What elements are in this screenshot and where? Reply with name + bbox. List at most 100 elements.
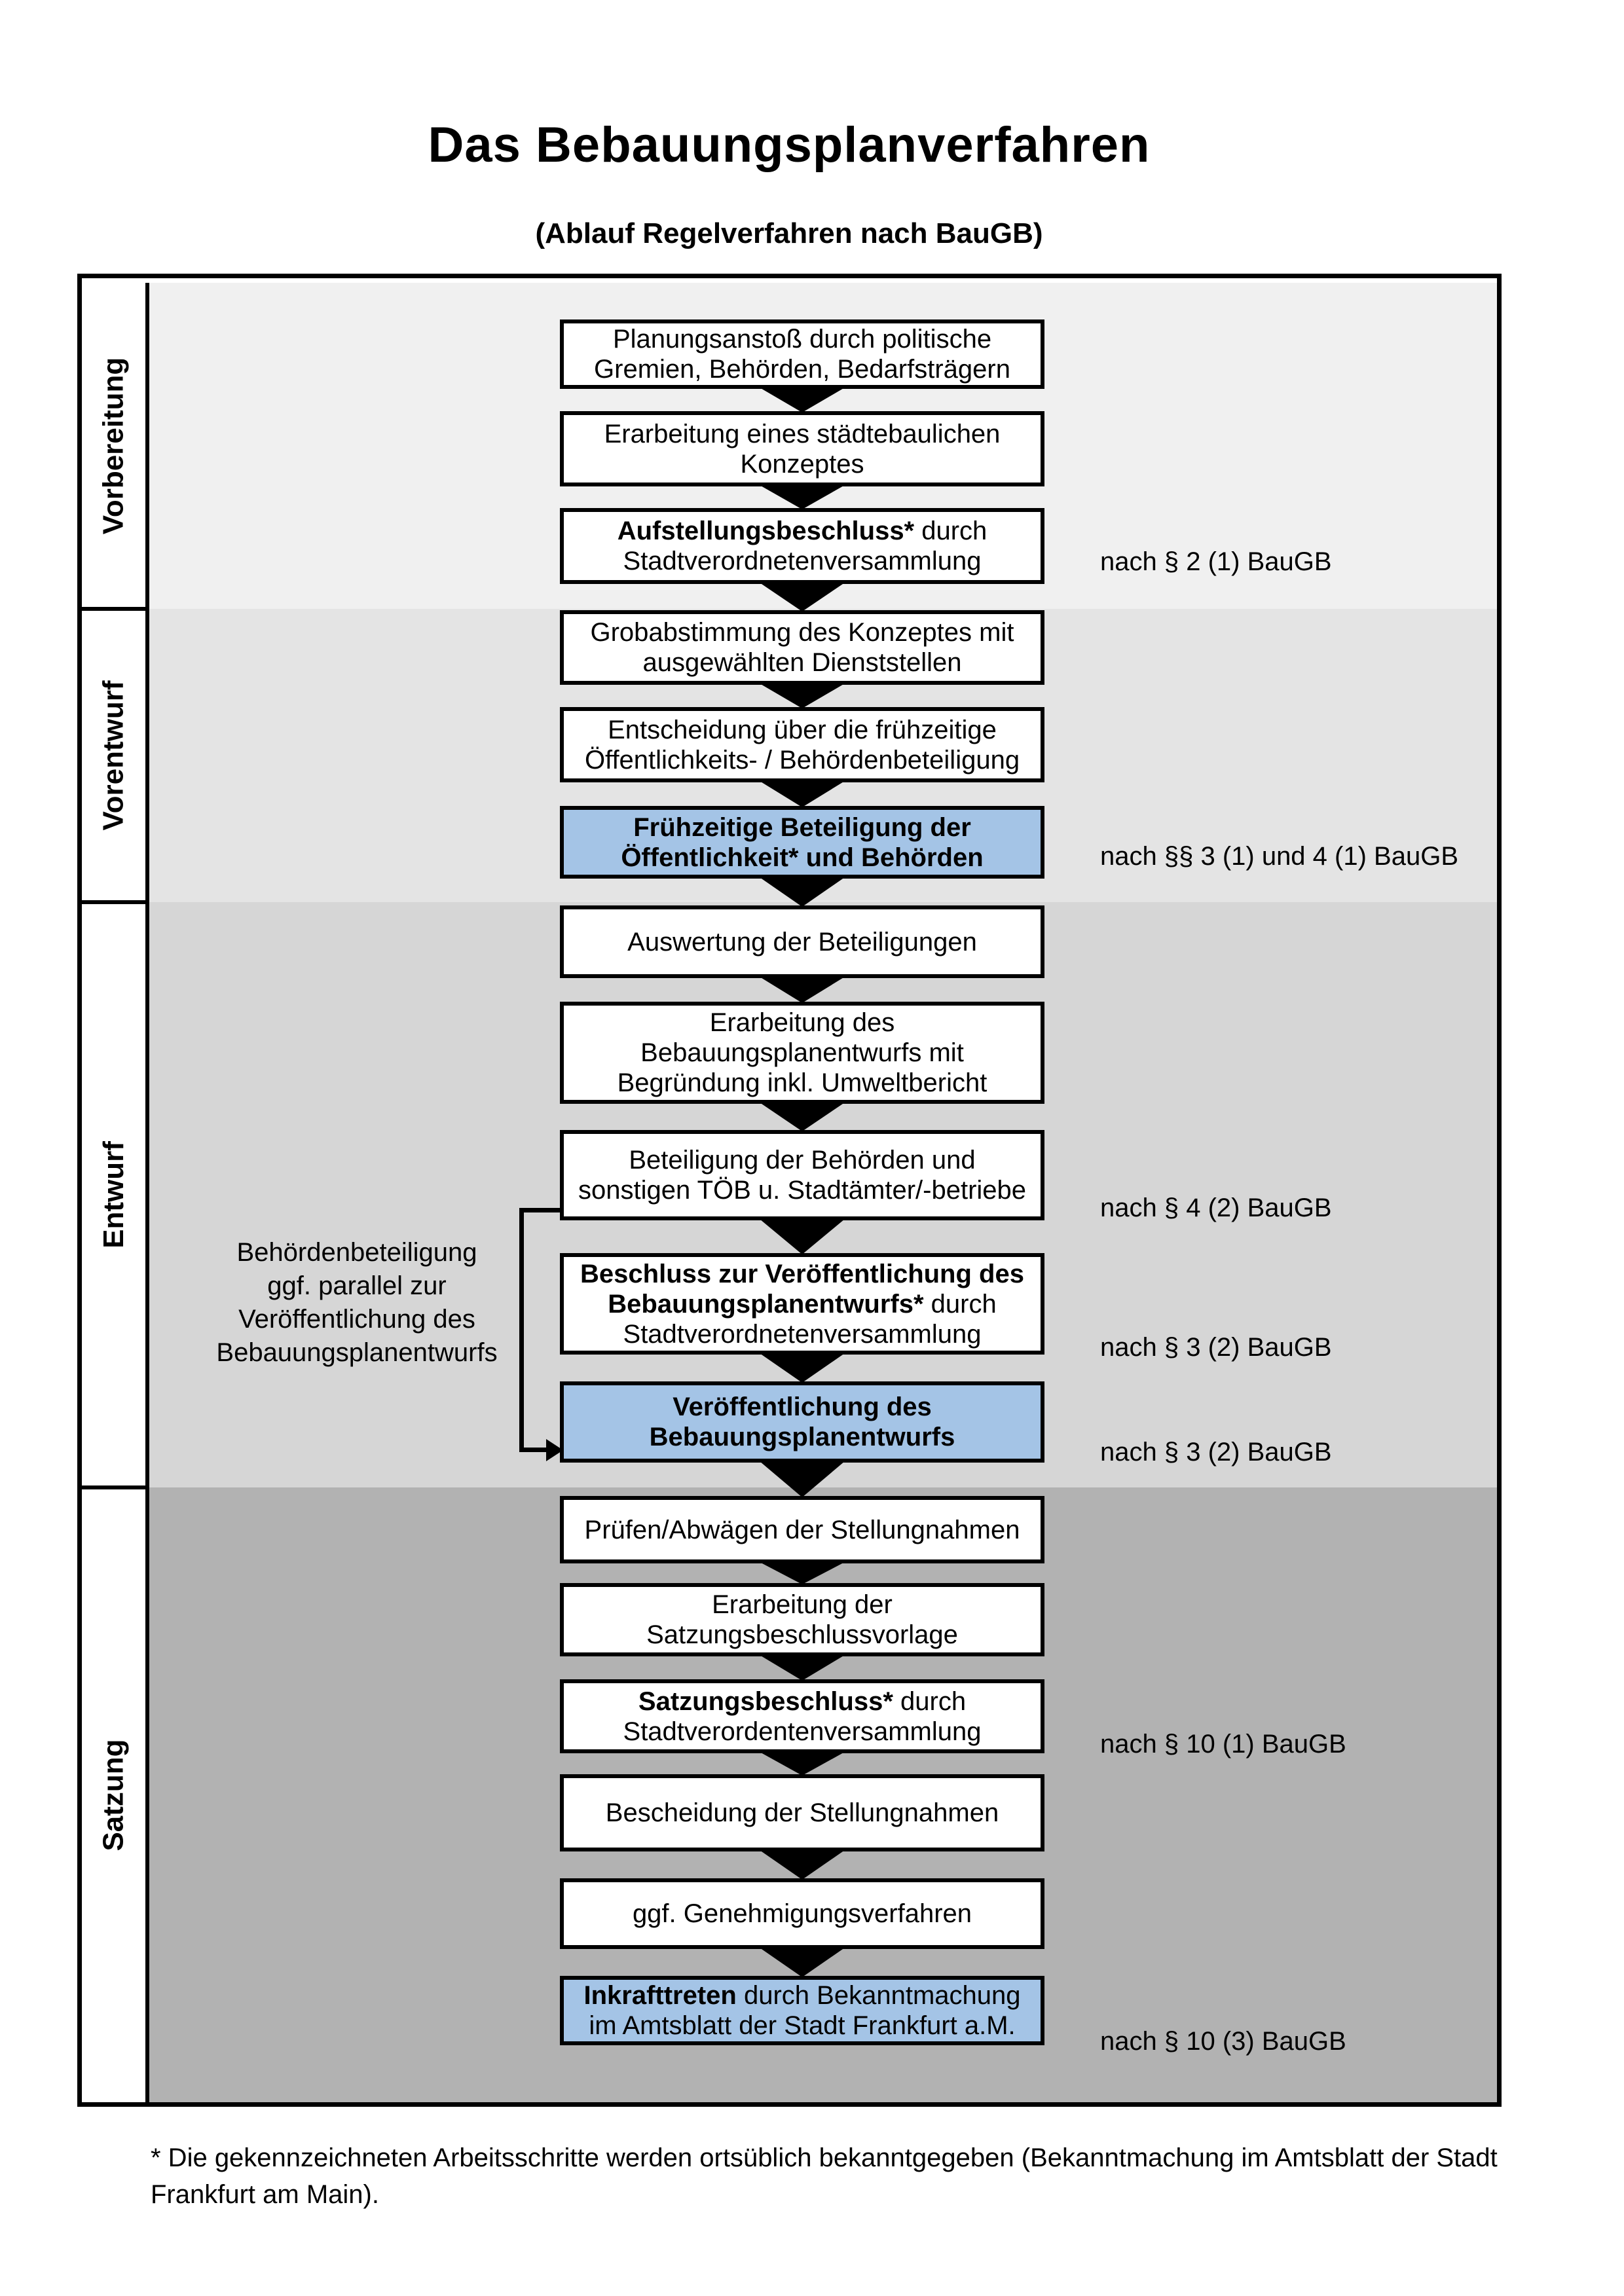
box-line: Stadtverordentenversammlung (623, 1717, 982, 1746)
box-line: Planungsanstoß durch politische (612, 325, 992, 354)
grobabstimmung-box: Grobabstimmung des Konzeptes mit ausgewä… (560, 610, 1044, 685)
section-label-vorentwurf: Vorentwurf (82, 609, 145, 902)
label-column-divider (145, 283, 149, 2102)
veroeffentlichung-box: Veröffentlichung des Bebauungsplanentwur… (560, 1381, 1044, 1463)
section-label-text: Entwurf (97, 1141, 130, 1248)
page-title: Das Bebauungsplanverfahren (428, 117, 1151, 173)
fruehzeitige-beteiligung-box: Frühzeitige Beteiligung der Öffentlichke… (560, 806, 1044, 879)
pruefen-abwaegen-box: Prüfen/Abwägen der Stellungnahmen (560, 1496, 1044, 1563)
box-line: Auswertung der Beteiligungen (627, 927, 977, 957)
box-line: Beschluss zur Veröffentlichung des (580, 1259, 1024, 1289)
aufstellungsbeschluss-box: Aufstellungsbeschluss* durch Stadtverord… (560, 508, 1044, 584)
down-arrow-icon (760, 1752, 845, 1776)
planungsanstoss-box: Planungsanstoß durch politische Gremien,… (560, 319, 1044, 389)
note-line: Bebauungsplanentwurfs (216, 1338, 498, 1367)
page-subtitle: (Ablauf Regelverfahren nach BauGB) (535, 217, 1043, 249)
box-line: Inkrafttreten durch Bekanntmachung (583, 1980, 1020, 2011)
section-label-column (82, 283, 145, 2102)
legal-reference-3: nach § 4 (2) BauGB (1100, 1194, 1332, 1222)
section-label-text: Vorentwurf (97, 680, 130, 831)
satzungsvorlage-box: Erarbeitung der Satzungsbeschlussvorlage (560, 1583, 1044, 1656)
box-line: Begründung inkl. Umweltbericht (617, 1068, 987, 1097)
box-line: Stadtverordnetenversammlung (623, 547, 982, 575)
section-divider-2 (82, 900, 149, 904)
konzept-erarbeitung-box: Erarbeitung eines städtebaulichen Konzep… (560, 411, 1044, 486)
box-line: Erarbeitung des (709, 1008, 895, 1037)
legal-reference-1: nach § 2 (1) BauGB (1100, 547, 1332, 576)
down-arrow-icon (760, 1353, 845, 1383)
box-line-bold: Aufstellungsbeschluss* (617, 517, 915, 545)
box-line: Grobabstimmung des Konzeptes mit (590, 618, 1014, 647)
legal-reference-6: nach § 10 (1) BauGB (1100, 1730, 1346, 1758)
box-line: Erarbeitung der (712, 1590, 893, 1619)
behoerden-beteiligung-box: Beteiligung der Behörden und sonstigen T… (560, 1130, 1044, 1220)
box-line: Öffentlichkeit* und Behörden (621, 843, 984, 872)
box-line: ggf. Genehmigungsverfahren (632, 1899, 972, 1928)
box-line: Bescheidung der Stellungnahmen (605, 1798, 999, 1827)
down-arrow-icon (760, 583, 845, 611)
legal-reference-2: nach §§ 3 (1) und 4 (1) BauGB (1100, 842, 1458, 871)
box-line: Aufstellungsbeschluss* durch (618, 516, 987, 546)
legal-reference-4: nach § 3 (2) BauGB (1100, 1333, 1332, 1362)
box-line: ausgewählten Dienststellen (642, 648, 962, 677)
note-line: Behördenbeteiligung (236, 1238, 477, 1267)
box-line-rest: durch (914, 517, 987, 545)
genehmigungsverfahren-box: ggf. Genehmigungsverfahren (560, 1878, 1044, 1949)
box-line: Konzeptes (740, 449, 864, 479)
box-line-bold: Beschluss zur Veröffentlichung des (580, 1259, 1024, 1288)
section-label-satzung: Satzung (82, 1487, 145, 2102)
entscheidung-beteiligung-box: Entscheidung über die frühzeitige Öffent… (560, 707, 1044, 782)
note-line: Veröffentlichung des (238, 1305, 475, 1334)
box-line: Öffentlichkeits- / Behördenbeteiligung (584, 745, 1020, 774)
footnote-line: Frankfurt am Main). (151, 2180, 379, 2209)
box-line: Veröffentlichung des (673, 1393, 932, 1421)
satzungsbeschluss-box: Satzungsbeschluss* durch Stadtverordente… (560, 1679, 1044, 1753)
bracket-line-bottom (519, 1448, 549, 1452)
box-line: Erarbeitung eines städtebaulichen (604, 419, 1001, 448)
box-line-bold: Bebauungsplanentwurfs* (608, 1289, 924, 1319)
box-line: Bebauungsplanentwurfs (649, 1423, 955, 1451)
legal-reference-7: nach § 10 (3) BauGB (1100, 2027, 1346, 2056)
down-arrow-icon (760, 485, 845, 509)
section-label-text: Satzung (97, 1738, 130, 1851)
bracket-line-vertical (519, 1208, 524, 1452)
box-line: Stadtverordnetenversammlung (623, 1319, 982, 1349)
box-line: Bebauungsplanentwurfs mit (640, 1038, 964, 1067)
down-arrow-icon (760, 1850, 845, 1880)
auswertung-box: Auswertung der Beteiligungen (560, 905, 1044, 978)
box-line-bold: Satzungsbeschluss* (638, 1686, 893, 1716)
inkrafttreten-box: Inkrafttreten durch Bekanntmachung im Am… (560, 1976, 1044, 2045)
legal-reference-5: nach § 3 (2) BauGB (1100, 1438, 1332, 1467)
section-label-vorbereitung: Vorbereitung (82, 283, 145, 609)
section-divider-1 (82, 607, 149, 611)
footnote: * Die gekennzeichneten Arbeitsschritte w… (151, 2140, 1526, 2213)
entwurf-erarbeitung-box: Erarbeitung des Bebauungsplanentwurfs mi… (560, 1002, 1044, 1104)
down-arrow-icon (760, 683, 845, 708)
box-line: Entscheidung über die frühzeitige (608, 715, 997, 744)
down-arrow-icon (760, 1102, 845, 1131)
section-label-text: Vorbereitung (97, 357, 130, 535)
box-line-rest: durch (893, 1686, 967, 1716)
down-arrow-icon (760, 877, 845, 907)
parallel-procedure-note: Behördenbeteiligung ggf. parallel zur Ve… (160, 1236, 553, 1370)
box-line: Satzungsbeschluss* durch (638, 1686, 966, 1717)
box-line: Gremien, Behörden, Bedarfsträgern (594, 355, 1010, 384)
bracket-line-top (519, 1208, 560, 1212)
box-line: im Amtsblatt der Stadt Frankfurt a.M. (589, 2011, 1016, 2040)
section-divider-3 (82, 1485, 149, 1489)
veroeffentlichungsbeschluss-box: Beschluss zur Veröffentlichung des Bebau… (560, 1253, 1044, 1355)
down-arrow-icon (760, 1655, 845, 1681)
footnote-line: * Die gekennzeichneten Arbeitsschritte w… (151, 2143, 1498, 2172)
bescheidung-box: Bescheidung der Stellungnahmen (560, 1774, 1044, 1851)
down-arrow-icon (760, 1461, 845, 1497)
box-line: sonstigen TÖB u. Stadtämter/-betriebe (578, 1176, 1027, 1205)
note-line: ggf. parallel zur (267, 1271, 447, 1300)
section-label-entwurf: Entwurf (82, 902, 145, 1487)
box-line-rest: durch (923, 1289, 997, 1319)
down-arrow-icon (760, 1219, 845, 1254)
box-line: Beteiligung der Behörden und (629, 1146, 976, 1175)
box-line-rest: durch Bekanntmachung (736, 1981, 1021, 2010)
box-line: Prüfen/Abwägen der Stellungnahmen (584, 1515, 1020, 1544)
box-line: Frühzeitige Beteiligung der (633, 812, 971, 842)
